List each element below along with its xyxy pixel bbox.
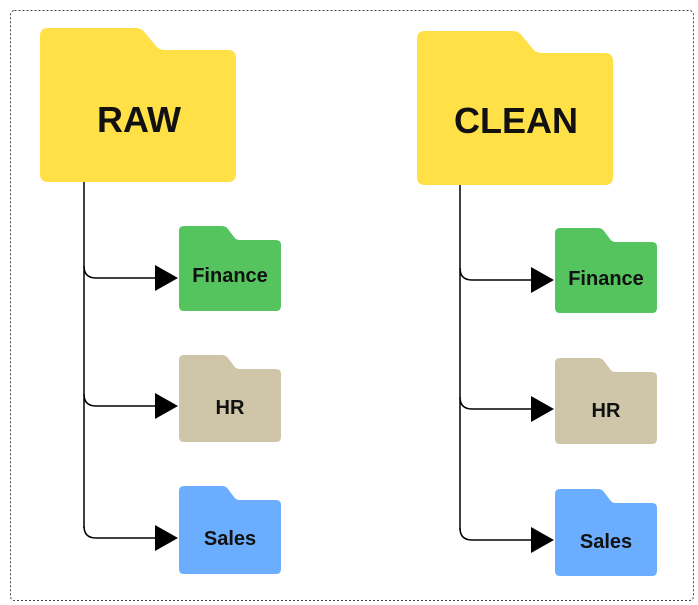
clean-finance-connector <box>459 267 534 281</box>
raw-finance-label: Finance <box>192 265 268 287</box>
clean-sales-label: Sales <box>580 531 632 553</box>
raw-hr-connector <box>83 393 158 407</box>
clean-sales-arrow-icon <box>531 527 554 553</box>
clean-branch-hr: HR <box>459 358 657 444</box>
raw-branch-finance: Finance <box>83 226 281 311</box>
clean-sales-connector <box>459 527 534 541</box>
raw-hr-label: HR <box>216 397 245 419</box>
clean-finance-folder-icon <box>555 228 657 313</box>
clean-finance-label: Finance <box>568 268 644 290</box>
group-raw: RAW Finance HR Sales <box>40 28 281 574</box>
clean-folder-label: CLEAN <box>454 100 578 141</box>
clean-folder-icon <box>417 31 613 185</box>
clean-hr-label: HR <box>592 400 621 422</box>
clean-branch-finance: Finance <box>459 228 657 313</box>
diagram-border <box>10 10 694 601</box>
raw-sales-arrow-icon <box>155 525 178 551</box>
raw-hr-arrow-icon <box>155 393 178 419</box>
raw-finance-connector <box>83 265 158 279</box>
raw-branch-hr: HR <box>83 355 281 442</box>
raw-sales-label: Sales <box>204 528 256 550</box>
clean-hr-arrow-icon <box>531 396 554 422</box>
raw-branch-sales: Sales <box>83 486 281 574</box>
clean-hr-connector <box>459 396 534 410</box>
raw-finance-arrow-icon <box>155 265 178 291</box>
clean-finance-arrow-icon <box>531 267 554 293</box>
clean-sales-folder-icon <box>555 489 657 576</box>
raw-hr-folder-icon <box>179 355 281 442</box>
raw-sales-connector <box>83 525 158 539</box>
raw-folder-icon <box>40 28 236 182</box>
raw-sales-folder-icon <box>179 486 281 574</box>
raw-finance-folder-icon <box>179 226 281 311</box>
group-clean: CLEAN Finance HR Sales <box>417 31 657 576</box>
clean-hr-folder-icon <box>555 358 657 444</box>
clean-branch-sales: Sales <box>459 489 657 576</box>
raw-folder-label: RAW <box>97 99 181 140</box>
